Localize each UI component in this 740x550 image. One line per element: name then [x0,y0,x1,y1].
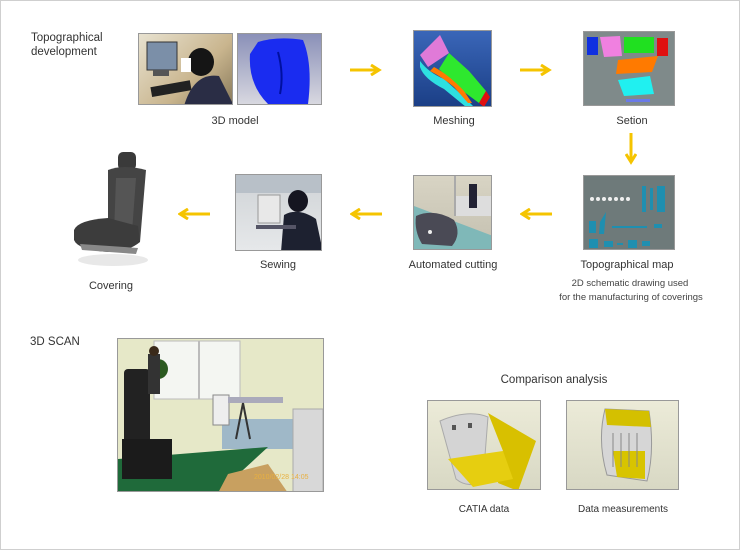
step-label-setion: Setion [616,115,648,127]
photo-timestamp: 2010/02/28 14:05 [254,474,309,481]
3d-scan-photo: 2010/02/28 14:05 [117,338,324,492]
data-measurements-image [566,400,679,490]
meshing-image [413,30,492,107]
step-label-covering: Covering [88,280,134,292]
arrow-down-icon [625,133,637,165]
section-title-3d-scan: 3D SCAN [30,336,80,348]
arrow-left-icon [520,208,552,220]
automated-cutting-photo [413,175,492,250]
step-label-automated-cutting: Automated cutting [408,259,498,271]
step-label-sewing: Sewing [259,259,297,271]
3d-model-photo [138,33,233,105]
arrow-left-icon [178,208,210,220]
arrow-left-icon [350,208,382,220]
setion-image [583,31,675,106]
arrow-right-icon [520,64,552,76]
sewing-photo [235,174,322,251]
step-label-meshing: Meshing [433,115,475,127]
3d-model-render [237,33,322,105]
step-description-line1: 2D schematic drawing used [571,278,689,289]
arrow-right-icon [350,64,382,76]
step-label-topographical-map: Topographical map [580,259,674,271]
section-title-topographical-development: Topographical development [31,32,103,58]
step-label-3d-model: 3D model [211,115,259,127]
comparison-label-data-measurements: Data measurements [577,504,669,515]
covering-seat-image [74,152,148,266]
step-description-line2: for the manufacturing of coverings [559,292,703,303]
comparison-label-catia-data: CATIA data [458,504,510,515]
catia-data-image [427,400,541,490]
comparison-title: Comparison analysis [500,374,608,386]
topographical-map-image [583,175,675,250]
